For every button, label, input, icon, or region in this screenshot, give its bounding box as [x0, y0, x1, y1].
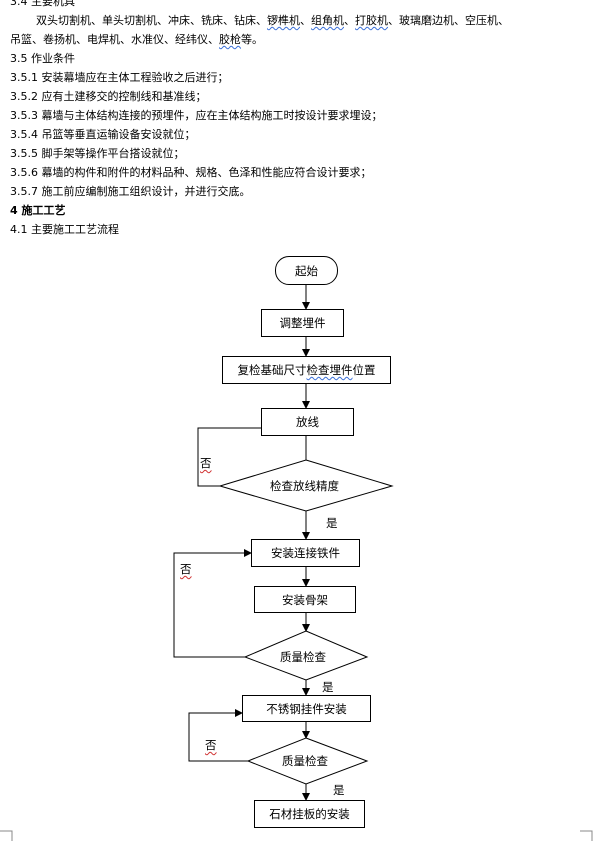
- quality2-decision: [246, 737, 369, 785]
- flow-install-stone-label: 石材挂板的安装: [269, 807, 350, 821]
- flow-layout-box: 放线: [261, 408, 354, 436]
- tools-text: 、玻璃磨边机、空压机、: [388, 14, 509, 27]
- flow-install-iron-label: 安装连接铁件: [271, 546, 340, 560]
- section-3-4-heading: 3.4 主要机具: [10, 0, 75, 8]
- flow-recheck-label: 复检基础尺寸检查埋件位置: [238, 362, 376, 378]
- flow-yes-label-1: 是: [326, 516, 338, 530]
- flow-quality2-label: 质量检查: [282, 754, 328, 768]
- tools-text: 吊篮、卷扬机、电焊机、水准仪、经纬仪、: [10, 33, 219, 46]
- flow-layout-label: 放线: [296, 415, 319, 429]
- flow-adjust-box: 调整埋件: [261, 309, 344, 337]
- condition-3-5-7: 3.5.7 施工前应编制施工组织设计，并进行交底。: [10, 185, 251, 198]
- condition-3-5-1: 3.5.1 安装幕墙应在主体工程验收之后进行；: [10, 71, 229, 84]
- tools-text: 、: [344, 14, 355, 27]
- flow-no-label-2: 否: [180, 562, 192, 576]
- condition-3-5-2: 3.5.2 应有土建移交的控制线和基准线；: [10, 90, 207, 103]
- condition-3-5-3: 3.5.3 幕墙与主体结构连接的预埋件，应在主体结构施工时按设计要求埋设；: [10, 109, 383, 122]
- flow-no-label-1: 否: [200, 456, 212, 470]
- tools-list-line-2: 吊篮、卷扬机、电焊机、水准仪、经纬仪、胶枪等。: [10, 33, 263, 47]
- flow-start-label: 起始: [295, 263, 318, 278]
- tools-text: 等。: [241, 33, 263, 46]
- flow-check-layout-label: 检查放线精度: [270, 479, 339, 493]
- flow-no-label-3: 否: [205, 738, 217, 752]
- flow-quality1-label: 质量检查: [280, 650, 326, 664]
- check-layout-decision: [218, 459, 394, 512]
- corner-mark-left: [0, 830, 13, 841]
- flow-install-hanger-box: 不锈钢挂件安装: [242, 695, 371, 722]
- tools-text: 组角机: [311, 14, 344, 27]
- tools-text: 锣榫机: [267, 14, 300, 27]
- condition-3-5-6: 3.5.6 幕墙的构件和附件的材料品种、规格、色泽和性能应符合设计要求；: [10, 166, 372, 179]
- flow-recheck-text: 检查埋件: [306, 363, 353, 377]
- flow-adjust-label: 调整埋件: [279, 316, 326, 330]
- section-4-1-heading: 4.1 主要施工工艺流程: [10, 223, 119, 236]
- tools-list-line-1: 双头切割机、单头切割机、冲床、铣床、钻床、锣榫机、组角机、打胶机、玻璃磨边机、空…: [36, 14, 509, 28]
- section-4-heading: 4 施工工艺: [10, 204, 66, 217]
- flow-install-hanger-label: 不锈钢挂件安装: [266, 701, 347, 716]
- flow-recheck-box: 复检基础尺寸检查埋件位置: [222, 356, 391, 384]
- loop-no-3: [188, 709, 248, 762]
- flow-install-frame-box: 安装骨架: [254, 586, 356, 613]
- tools-text: 打胶机: [355, 14, 388, 27]
- flow-recheck-text: 复检基础尺寸: [237, 363, 307, 377]
- flow-yes-label-3: 是: [333, 783, 345, 797]
- quality1-decision: [243, 630, 369, 681]
- flow-start-terminal: 起始: [275, 256, 338, 285]
- tools-text: 胶枪: [219, 33, 241, 46]
- flow-recheck-text: 位置: [352, 363, 376, 377]
- condition-3-5-4: 3.5.4 吊篮等垂直运输设备安设就位；: [10, 128, 196, 141]
- flow-install-iron-box: 安装连接铁件: [251, 539, 360, 567]
- section-3-5-heading: 3.5 作业条件: [10, 52, 75, 65]
- loop-no-1: [197, 427, 261, 487]
- flow-install-frame-label: 安装骨架: [282, 592, 328, 607]
- corner-mark-right: [580, 830, 593, 841]
- loop-no-2: [173, 549, 252, 658]
- tools-text: 双头切割机、单头切割机、冲床、铣床、钻床、: [36, 14, 267, 27]
- tools-text: 、: [300, 14, 311, 27]
- flow-yes-label-2: 是: [322, 680, 334, 694]
- flow-install-stone-box: 石材挂板的安装: [254, 800, 365, 828]
- condition-3-5-5: 3.5.5 脚手架等操作平台搭设就位；: [10, 147, 185, 160]
